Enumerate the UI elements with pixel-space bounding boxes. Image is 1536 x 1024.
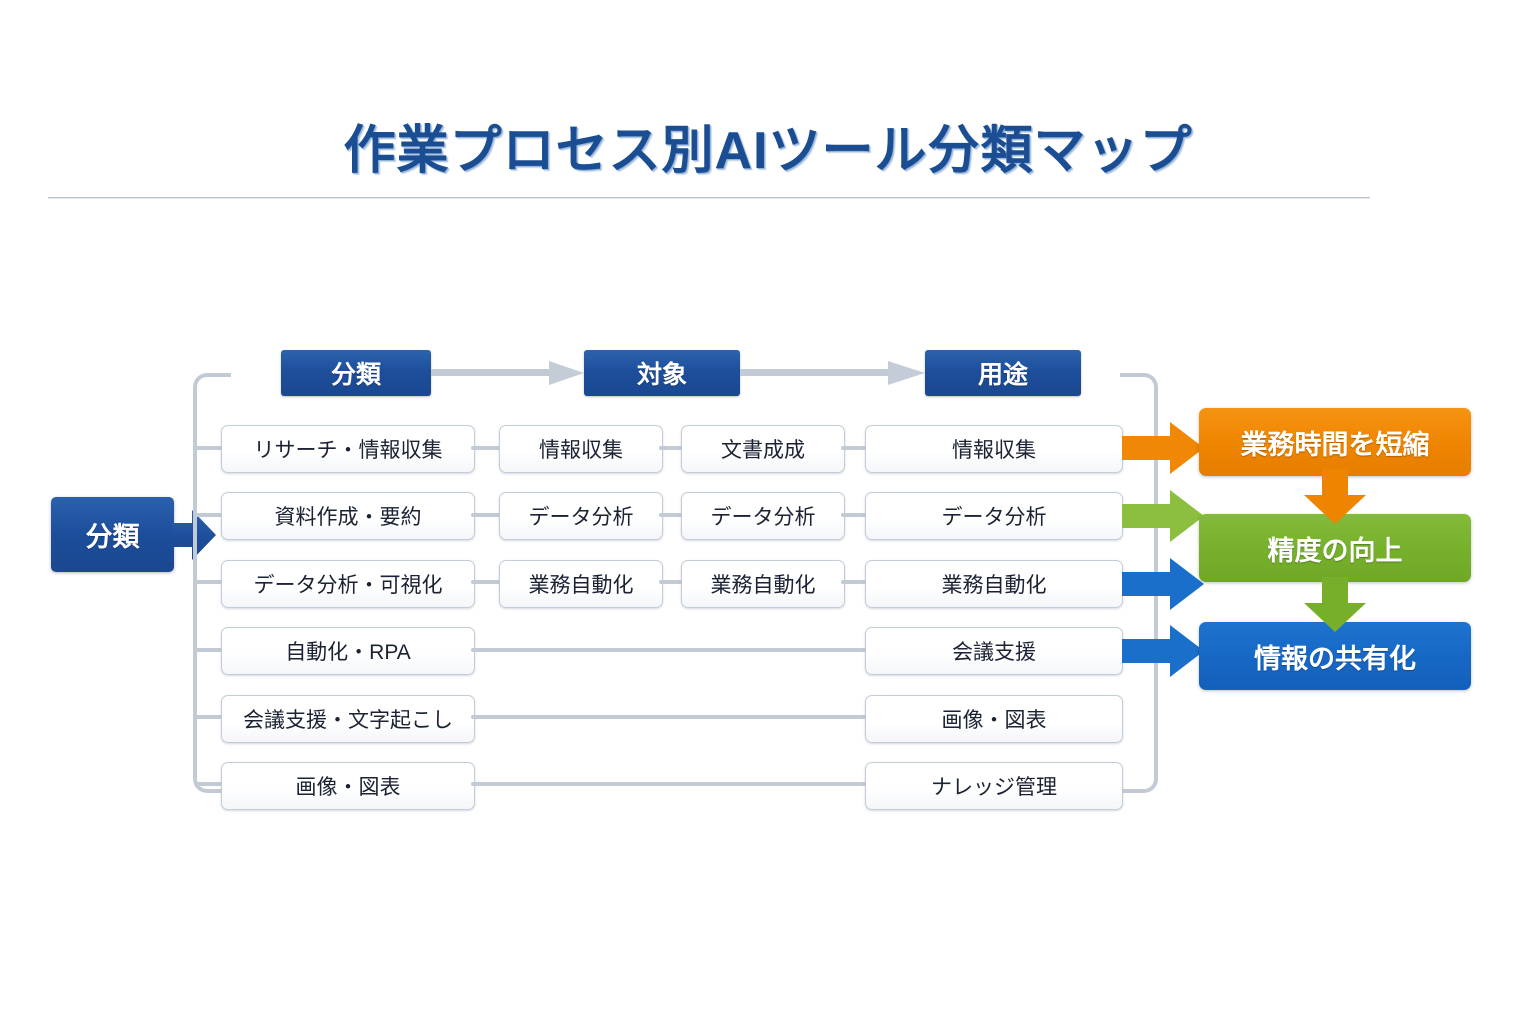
target-b-cell-1[interactable]: データ分析 — [681, 492, 845, 540]
outcome-arrow-blue-2 — [1122, 625, 1204, 677]
category-cell-3[interactable]: 自動化・RPA — [221, 627, 475, 675]
entry-label-box: 分類 — [51, 497, 174, 572]
category-cell-2[interactable]: データ分析・可視化 — [221, 560, 475, 608]
outcome-box-time-reduction[interactable]: 業務時間を短縮 — [1199, 408, 1471, 476]
usage-cell-2[interactable]: 業務自動化 — [865, 560, 1123, 608]
category-cell-1[interactable]: 資料作成・要約 — [221, 492, 475, 540]
outcome-arrow-orange — [1122, 422, 1204, 474]
usage-cell-1[interactable]: データ分析 — [865, 492, 1123, 540]
stub-cat-5 — [195, 782, 225, 786]
link-cat-to-usage-4 — [471, 715, 867, 719]
stub-cat-3 — [195, 648, 225, 652]
page-title: 作業プロセス別AIツール分類マップ — [343, 122, 1193, 180]
target-a-cell-2[interactable]: 業務自動化 — [499, 560, 663, 608]
usage-cell-0[interactable]: 情報収集 — [865, 425, 1123, 473]
outcome-down-arrow-orange — [1304, 469, 1366, 524]
category-cell-0[interactable]: リサーチ・情報収集 — [221, 425, 475, 473]
outcome-arrow-blue-1 — [1122, 558, 1204, 610]
stub-cat-2 — [195, 580, 225, 584]
link-cat-to-usage-3 — [471, 648, 867, 652]
outcome-box-sharing[interactable]: 情報の共有化 — [1199, 622, 1471, 690]
link-targeta-to-targetb-2 — [659, 580, 683, 584]
stub-cat-4 — [195, 715, 225, 719]
category-cell-5[interactable]: 画像・図表 — [221, 762, 475, 810]
link-targetb-to-usage-2 — [841, 580, 867, 584]
link-cat-to-targeta-0 — [471, 446, 501, 450]
target-a-cell-1[interactable]: データ分析 — [499, 492, 663, 540]
category-cell-4[interactable]: 会議支援・文字起こし — [221, 695, 475, 743]
header-connector-arrow-1 — [431, 361, 584, 385]
column-header-target[interactable]: 対象 — [584, 350, 740, 396]
stub-cat-0 — [195, 446, 225, 450]
link-cat-to-targeta-2 — [471, 580, 501, 584]
header-connector-arrow-2 — [740, 361, 925, 385]
outcome-arrow-green — [1122, 490, 1204, 542]
target-b-cell-2[interactable]: 業務自動化 — [681, 560, 845, 608]
outcome-down-arrow-green — [1304, 577, 1366, 632]
usage-cell-4[interactable]: 画像・図表 — [865, 695, 1123, 743]
link-targetb-to-usage-1 — [841, 513, 867, 517]
link-cat-to-usage-5 — [471, 782, 867, 786]
target-a-cell-0[interactable]: 情報収集 — [499, 425, 663, 473]
usage-cell-5[interactable]: ナレッジ管理 — [865, 762, 1123, 810]
link-targeta-to-targetb-0 — [659, 446, 683, 450]
target-b-cell-0[interactable]: 文書成成 — [681, 425, 845, 473]
usage-cell-3[interactable]: 会議支援 — [865, 627, 1123, 675]
link-cat-to-targeta-1 — [471, 513, 501, 517]
column-header-usage[interactable]: 用途 — [925, 350, 1081, 396]
column-header-category[interactable]: 分類 — [281, 350, 431, 396]
link-targetb-to-usage-0 — [841, 446, 867, 450]
link-targeta-to-targetb-1 — [659, 513, 683, 517]
stub-cat-1 — [195, 513, 225, 517]
title-divider — [48, 197, 1370, 199]
outcome-box-accuracy[interactable]: 精度の向上 — [1199, 514, 1471, 582]
